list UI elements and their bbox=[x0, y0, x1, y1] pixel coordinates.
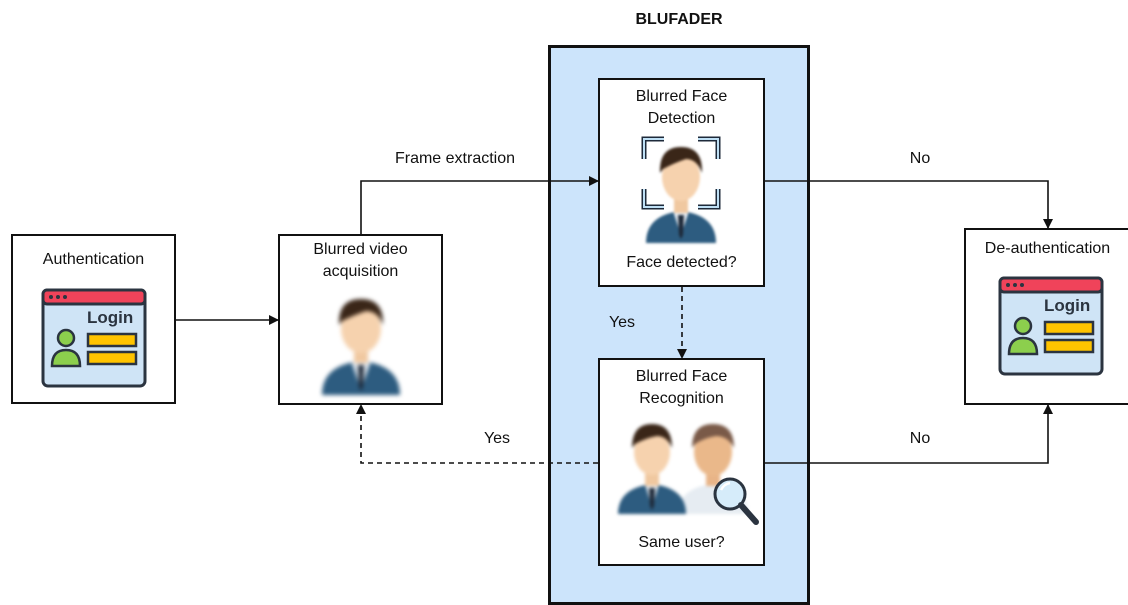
detection-node: Blurred Face Detection Face detected? bbox=[598, 78, 765, 287]
acquisition-label-line2: acquisition bbox=[322, 263, 399, 280]
label-recog-yes: Yes bbox=[483, 430, 511, 447]
blufader-title: BLUFADER bbox=[635, 11, 723, 28]
login-window-icon-2: Login bbox=[998, 276, 1104, 376]
blurred-person-icon bbox=[318, 291, 404, 395]
edge-detect-no bbox=[765, 180, 1053, 229]
detection-label-line2: Detection bbox=[647, 110, 716, 127]
deauthentication-node: De-authentication Login bbox=[964, 228, 1128, 405]
recognition-label-line1: Blurred Face bbox=[635, 368, 728, 385]
acquisition-node: Blurred video acquisition bbox=[278, 234, 443, 405]
login-text-2: Login bbox=[1044, 296, 1091, 315]
label-detect-yes: Yes bbox=[608, 314, 636, 331]
authentication-label: Authentication bbox=[42, 251, 145, 268]
same-user-question: Same user? bbox=[638, 534, 725, 551]
edge-recog-no bbox=[765, 404, 1053, 464]
two-persons-icon bbox=[618, 418, 764, 530]
face-detected-question: Face detected? bbox=[626, 254, 737, 271]
authentication-node: Authentication Login bbox=[11, 234, 176, 404]
edge-frame-extraction bbox=[360, 176, 599, 234]
deauthentication-label: De-authentication bbox=[984, 240, 1111, 257]
recognition-node: Blurred Face Recognition Same user? bbox=[598, 358, 765, 566]
label-recog-no: No bbox=[909, 430, 931, 447]
label-frame-extraction: Frame extraction bbox=[394, 150, 516, 167]
face-scan-icon bbox=[638, 135, 724, 243]
login-text: Login bbox=[87, 308, 134, 327]
recognition-label-line2: Recognition bbox=[639, 390, 724, 407]
edge-recog-yes bbox=[356, 404, 598, 464]
login-window-icon: Login bbox=[41, 288, 147, 388]
acquisition-label-line1: Blurred video bbox=[313, 241, 408, 258]
detection-label-line1: Blurred Face bbox=[635, 88, 728, 105]
connectors bbox=[176, 176, 1053, 464]
label-detect-no: No bbox=[909, 150, 931, 167]
